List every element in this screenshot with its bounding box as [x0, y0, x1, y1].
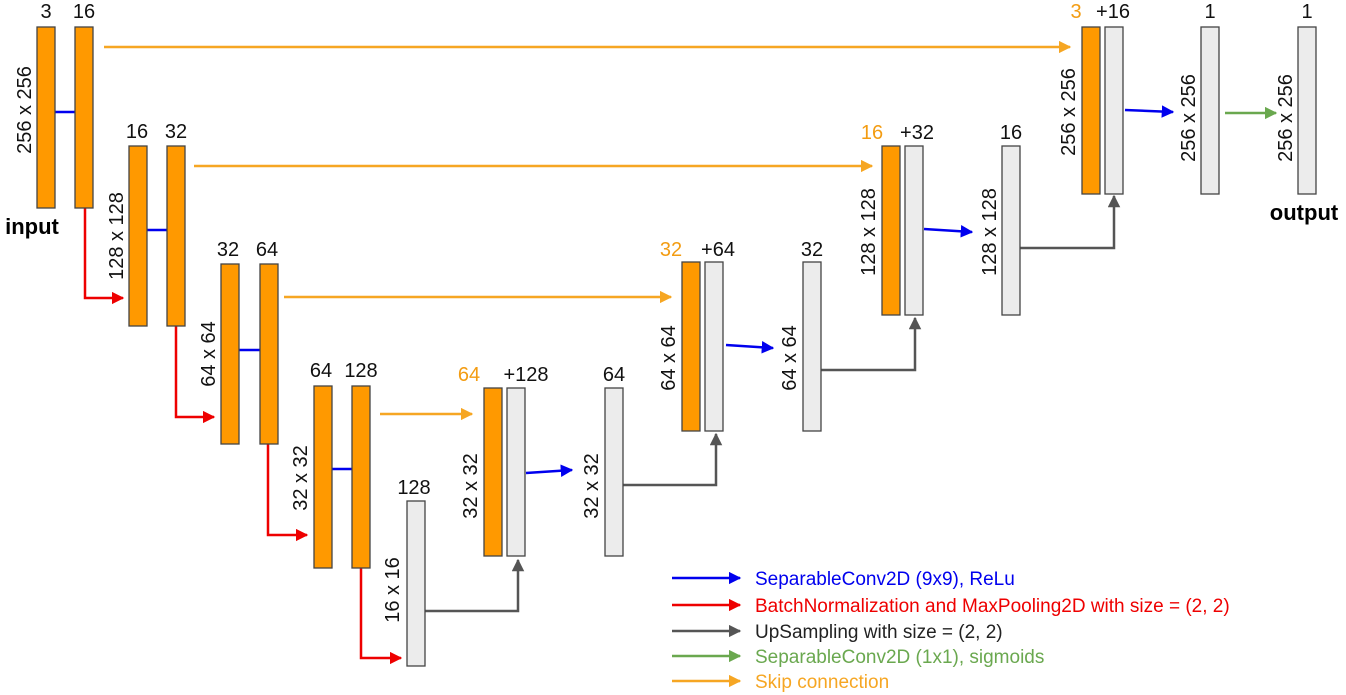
dec2-up-box [904, 145, 924, 316]
dec2-add-ch: +32 [900, 122, 934, 144]
dec3-out-dim: 64 x 64 [779, 325, 801, 391]
dec4-skip-box [483, 387, 503, 557]
dec3-dim: 64 x 64 [658, 325, 680, 391]
legend-conv1x1-text: SeparableConv2D (1x1), sigmoids [755, 647, 1044, 668]
dec4-up-box [506, 387, 526, 557]
legend-up-text: UpSampling with size = (2, 2) [755, 622, 1003, 643]
dec2-skip-box [881, 145, 901, 316]
enc2-ch2: 32 [165, 121, 187, 143]
enc3-box-a [220, 263, 240, 445]
dec4-out-ch: 64 [603, 364, 625, 386]
enc2-dim: 128 x 128 [106, 192, 128, 280]
enc4-ch1: 64 [310, 360, 332, 382]
legend: SeparableConv2D (9x9), ReLu BatchNormali… [672, 569, 1230, 693]
legend-conv-text: SeparableConv2D (9x9), ReLu [755, 569, 1015, 590]
enc1-dim: 256 x 256 [14, 66, 36, 154]
final-ch: 1 [1301, 1, 1312, 23]
dec2-out-ch: 16 [1000, 122, 1022, 144]
conv-arrow-d1 [1124, 105, 1175, 118]
up-arrow-3 [821, 316, 922, 372]
dec4-out-dim: 32 x 32 [581, 453, 603, 519]
final-output-box [1297, 26, 1317, 195]
dec4-add-ch: +128 [503, 364, 548, 386]
enc4-box-a [313, 385, 333, 569]
dec1-up-box [1104, 26, 1124, 195]
pool-arrow-1 [83, 208, 125, 305]
dec2-out-box [1001, 145, 1021, 316]
dec1-out-dim: 256 x 256 [1178, 74, 1200, 162]
pool-arrow-2 [174, 326, 216, 424]
bottleneck-box [406, 500, 426, 667]
conv-arrow-d3 [725, 341, 775, 354]
enc1-ch2: 16 [73, 1, 95, 23]
enc3-ch2: 64 [256, 239, 278, 261]
dec3-add-ch: +64 [701, 239, 735, 261]
final-dim: 256 x 256 [1275, 74, 1297, 162]
dec1-add-ch: +16 [1096, 1, 1130, 23]
dec2-dim: 128 x 128 [858, 188, 880, 276]
dec1-dim: 256 x 256 [1058, 68, 1080, 156]
conv-arrow-d2 [923, 225, 974, 238]
enc2-box-a [128, 145, 148, 327]
enc4-dim: 32 x 32 [290, 445, 312, 511]
dec3-out-box [802, 261, 822, 432]
dec4-out-box [604, 387, 624, 557]
bottleneck-dim: 16 x 16 [382, 557, 404, 623]
enc3-dim: 64 x 64 [198, 321, 220, 387]
enc1-ch1: 3 [40, 1, 51, 23]
dec1-skip-box [1081, 26, 1101, 195]
dec1-out-ch: 1 [1204, 1, 1215, 23]
dec4-dim: 32 x 32 [460, 453, 482, 519]
bottleneck-ch: 128 [397, 477, 430, 499]
enc4-box-b [351, 385, 371, 569]
pool-arrow-4 [359, 568, 403, 665]
enc2-box-b [166, 145, 186, 327]
legend-pool-text: BatchNormalization and MaxPooling2D with… [755, 596, 1230, 617]
conv-arrow-d4 [525, 464, 574, 477]
dec3-up-box [704, 261, 724, 432]
dec4-skip-ch: 64 [458, 364, 480, 386]
enc2-ch1: 16 [126, 121, 148, 143]
pool-arrow-3 [266, 444, 309, 542]
legend-skip-text: Skip connection [755, 672, 889, 693]
dec2-out-dim: 128 x 128 [979, 188, 1001, 276]
enc3-ch1: 32 [217, 239, 239, 261]
enc4-ch2: 128 [344, 360, 377, 382]
enc3-box-b [259, 263, 279, 445]
dec3-out-ch: 32 [801, 239, 823, 261]
output-label: output [1270, 200, 1339, 225]
input-label: input [5, 214, 59, 239]
dec1-skip-ch: 3 [1070, 1, 1081, 23]
up-arrow-1 [425, 558, 525, 613]
up-arrow-4 [1020, 194, 1121, 250]
dec1-out-box [1200, 26, 1220, 195]
dec3-skip-box [681, 261, 701, 432]
dec2-skip-ch: 16 [861, 122, 883, 144]
enc1-box-b [74, 26, 94, 209]
dec3-skip-ch: 32 [660, 239, 682, 261]
enc1-box-a [36, 26, 56, 209]
up-arrow-2 [623, 432, 723, 487]
